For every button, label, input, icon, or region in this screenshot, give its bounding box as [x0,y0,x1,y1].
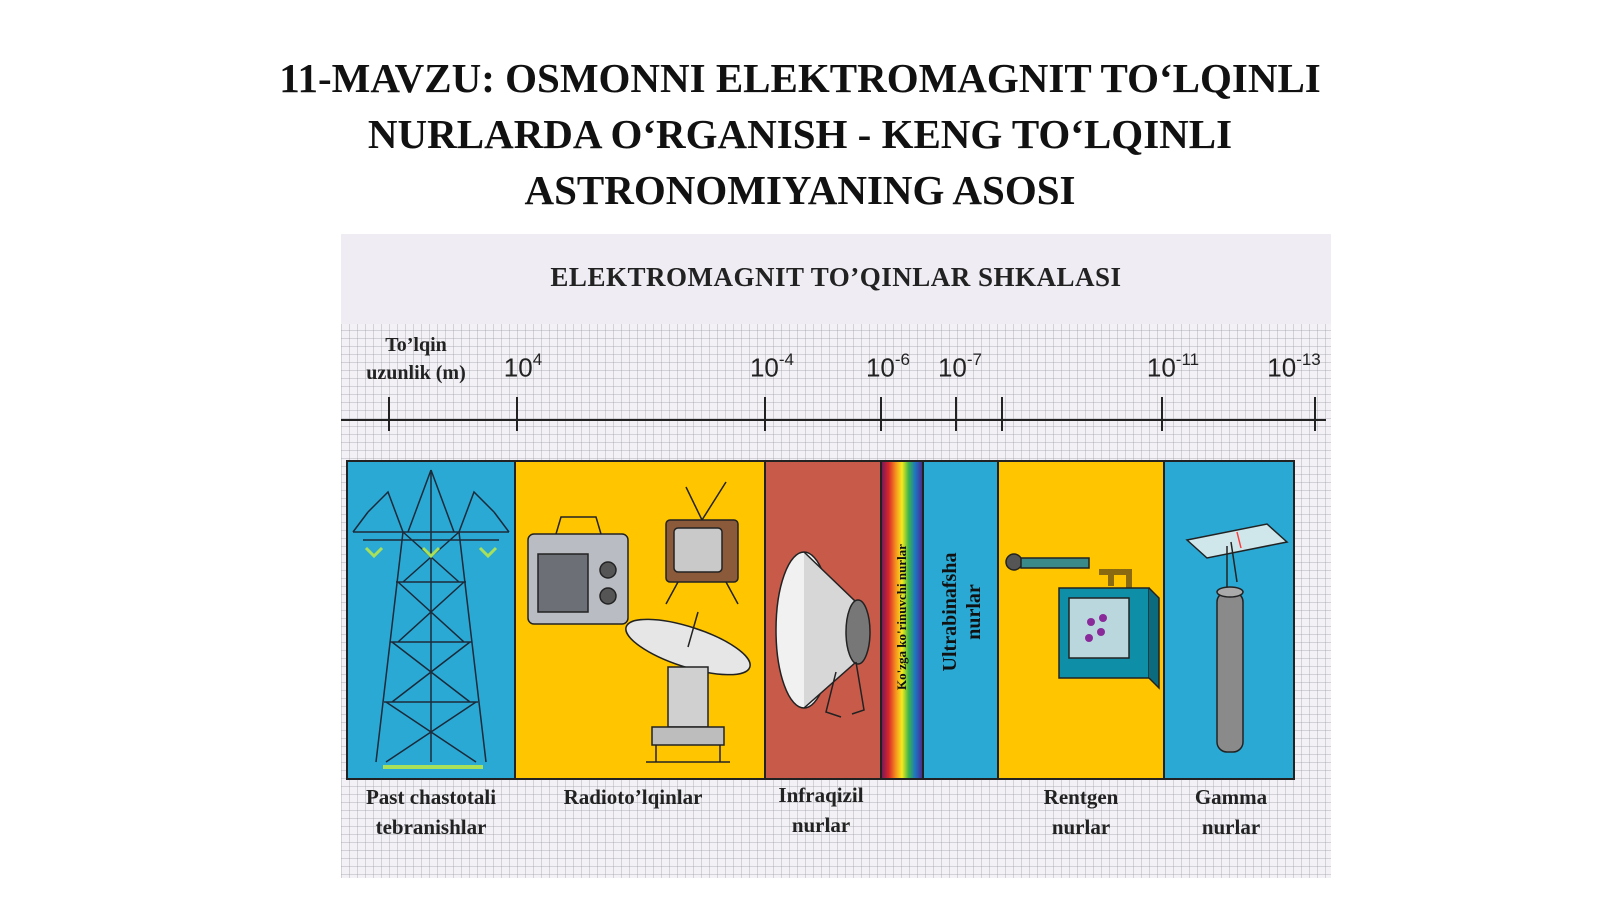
axis-tick-visible-end [1001,397,1003,431]
tick-label-1e-13: 10-13 [1267,350,1321,383]
xray-machine-icon [1005,553,1160,690]
radioactive-rod-icon [1185,523,1289,753]
radio-tv-antenna-icon [527,481,751,763]
axis-tick-1e-4 [764,397,766,431]
label-low-frequency: Past chastotali tebranishlar [365,785,497,839]
band-infrared [764,460,882,780]
band-gamma [1163,460,1295,780]
figure-title: ELEKTROMAGNIT TO’QINLAR SHKALASI [550,262,1122,292]
slide-title-line-3: ASTRONOMIYANING ASOSI [524,167,1076,213]
figure-header [341,234,1331,324]
label-radio: Radioto’lqinlar [563,785,703,809]
tick-label-1e-7: 10-7 [937,350,983,383]
wavelength-axis-line [341,419,1326,421]
axis-tick-1e-11 [1161,397,1163,431]
label-xray: Rentgen nurlar [1043,785,1119,839]
label-infrared: Infraqizil nurlar [778,783,864,837]
spotlight-icon [775,551,871,718]
axis-tick-origin [388,397,390,431]
axis-label-line-2: uzunlik (m) [366,362,466,384]
tick-label-1e-6: 10-6 [865,350,911,383]
band-ultraviolet: Ultrabinafsha nurlar [922,460,999,780]
label-gamma: Gamma nurlar [1194,785,1268,839]
axis-tick-1e-6 [880,397,882,431]
ultraviolet-label: Ultrabinafsha nurlar [939,552,985,672]
visible-light-label: Ko'zga ko'rinuvchi nurlar [894,544,909,690]
power-pylon-icon [352,469,510,769]
axis-tick-1e-7 [955,397,957,431]
wavelength-axis-label: To’lqin uzunlik (m) [351,331,481,387]
slide-title: 11-MAVZU: OSMONNI ELEKTROMAGNIT TO‘LQINL… [100,50,1500,218]
spectrum-bands: Ko'zga ko'rinuvchi nurlar Ultrabinafsha … [341,234,1331,878]
axis-label-line-1: To’lqin [385,334,447,356]
axis-tick-1e-13 [1314,397,1316,431]
slide-title-line-1: 11-MAVZU: OSMONNI ELEKTROMAGNIT TO‘LQINL… [279,55,1321,101]
band-xray [997,460,1165,780]
tick-label-1e-11: 10-11 [1146,350,1200,383]
band-low-frequency [346,460,516,780]
tick-label-1e-4: 10-4 [749,350,795,383]
em-spectrum-figure: ELEKTROMAGNIT TO’QINLAR SHKALASI To’lqin… [341,234,1331,878]
band-radio [514,460,766,780]
axis-tick-1e4 [516,397,518,431]
slide-title-line-2: NURLARDA O‘RGANISH - KENG TO‘LQINLI [367,111,1233,157]
tick-label-1e4: 104 [503,350,543,383]
band-visible: Ko'zga ko'rinuvchi nurlar [880,460,924,780]
